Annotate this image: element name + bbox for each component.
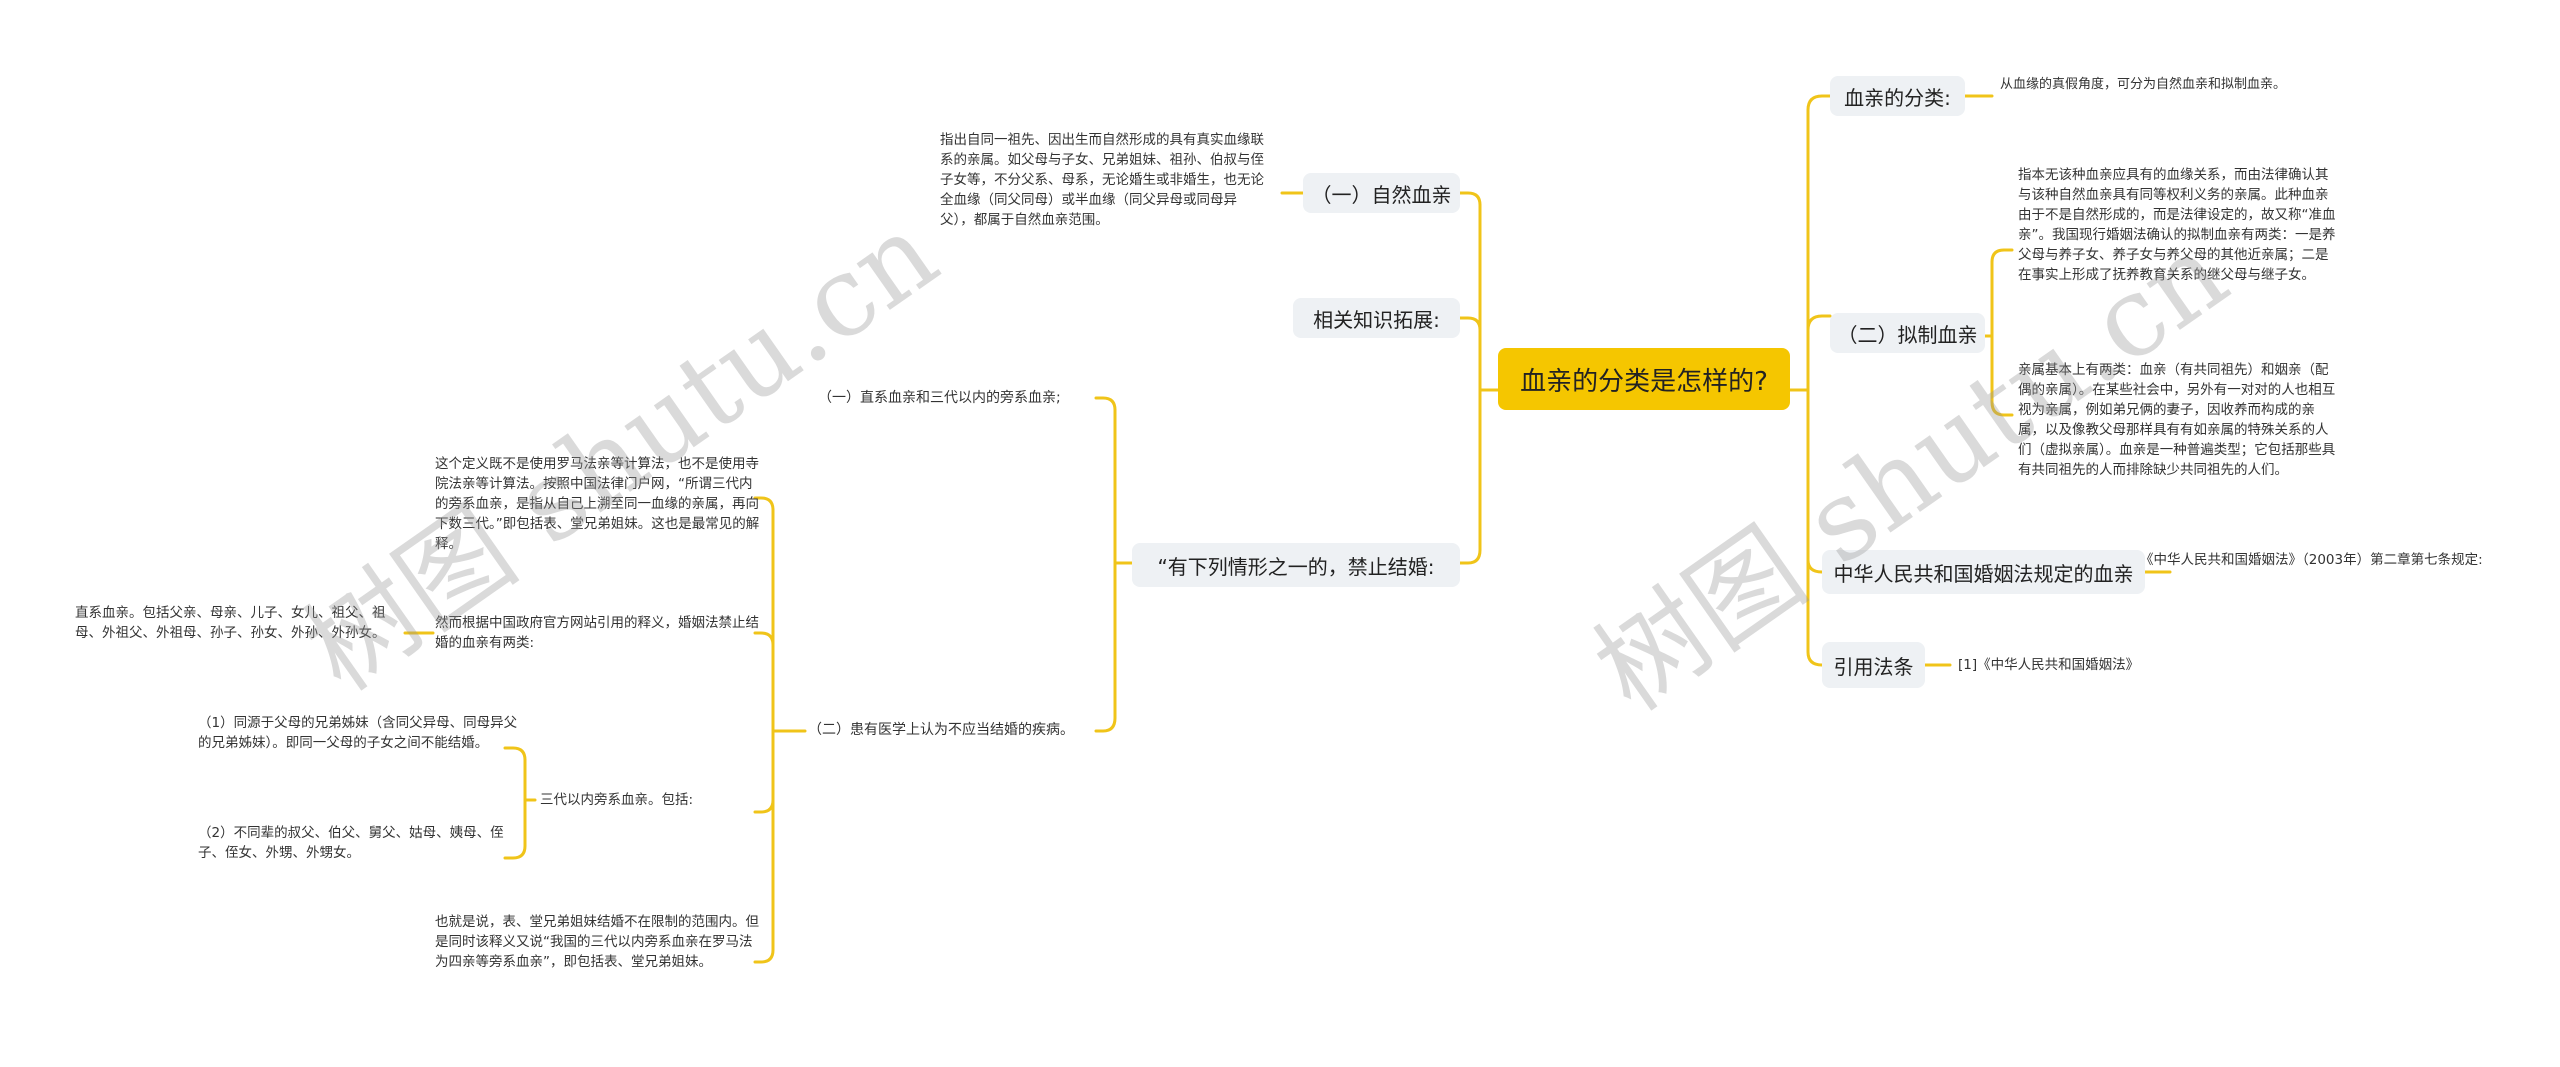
collateral-item-2: （2）不同辈的叔父、伯父、舅父、姑母、姨母、侄子、侄女、外甥、外甥女。 (198, 823, 523, 863)
fictive-detail-2: 亲属基本上有两类：血亲（有共同祖先）和姻亲（配偶的亲属）。在某些社会中，另外有一… (2018, 360, 2338, 480)
topic-natural-kinship-label: （一）自然血亲 (1311, 182, 1452, 207)
conclusion-paragraph-text: 也就是说，表、堂兄弟姐妹结婚不在限制的范围内。但是同时该释义又说“我国的三代以内… (435, 914, 759, 970)
root-topic-label: 血亲的分类是怎样的? (1520, 366, 1768, 397)
collateral-item-1-text: （1）同源于父母的兄弟姊妹（含同父异母、同母异父的兄弟姊妹）。即同一父母的子女之… (198, 715, 518, 751)
prc-law-detail: 《中华人民共和国婚姻法》（2003年）第二章第七条规定: (2140, 550, 2500, 570)
prohibited-item-1: （一）直系血亲和三代以内的旁系血亲; (818, 388, 1061, 408)
topic-fictive-kinship-label: （二）拟制血亲 (1837, 322, 1978, 347)
topic-classification[interactable]: 血亲的分类: (1830, 76, 1965, 116)
classification-detail-text: 从血缘的真假角度，可分为自然血亲和拟制血亲。 (2000, 77, 2287, 92)
citation-detail[interactable]: [1]《中华人民共和国婚姻法》 (1958, 655, 2139, 675)
natural-detail: 指出自同一祖先、因出生而自然形成的具有真实血缘联系的亲属。如父母与子女、兄弟姐妹… (940, 130, 1270, 230)
lineal-kinship-text: 直系血亲。包括父亲、母亲、儿子、女儿、祖父、祖母、外祖父、外祖母、孙子、孙女、外… (75, 605, 386, 641)
collateral-item-1: （1）同源于父母的兄弟姊妹（含同父异母、同母异父的兄弟姊妹）。即同一父母的子女之… (198, 713, 523, 753)
prohibited-item-2: （二）患有医学上认为不应当结婚的疾病。 (808, 720, 1074, 740)
citation-detail-text: [1]《中华人民共和国婚姻法》 (1958, 657, 2140, 673)
topic-related-knowledge[interactable]: 相关知识拓展: (1293, 298, 1460, 338)
topic-natural-kinship[interactable]: （一）自然血亲 (1303, 173, 1460, 213)
topic-citation[interactable]: 引用法条 (1822, 642, 1925, 688)
government-paragraph-text: 然而根据中国政府官方网站引用的释义，婚姻法禁止结婚的血亲有两类: (435, 615, 759, 651)
collateral-item-2-text: （2）不同辈的叔父、伯父、舅父、姑母、姨母、侄子、侄女、外甥、外甥女。 (198, 825, 504, 861)
topic-fictive-kinship[interactable]: （二）拟制血亲 (1830, 313, 1985, 353)
lineal-kinship-paragraph: 直系血亲。包括父亲、母亲、儿子、女儿、祖父、祖母、外祖父、外祖母、孙子、孙女、外… (75, 603, 400, 643)
government-paragraph: 然而根据中国政府官方网站引用的释义，婚姻法禁止结婚的血亲有两类: (435, 613, 760, 653)
collateral-heading-text: 三代以内旁系血亲。包括: (540, 792, 694, 808)
topic-prc-marriage-law[interactable]: 中华人民共和国婚姻法规定的血亲 (1822, 550, 2145, 594)
collateral-heading: 三代以内旁系血亲。包括: (540, 790, 693, 810)
prohibited-item-1-text: （一）直系血亲和三代以内的旁系血亲; (818, 390, 1061, 406)
fictive-detail-1-text: 指本无该种血亲应具有的血缘关系，而由法律确认其与该种自然血亲具有同等权利义务的亲… (2018, 167, 2336, 283)
root-topic[interactable]: 血亲的分类是怎样的? (1498, 348, 1790, 410)
topic-prohibited-marriage[interactable]: “有下列情形之一的，禁止结婚: (1132, 543, 1460, 587)
prohibited-item-2-text: （二）患有医学上认为不应当结婚的疾病。 (808, 722, 1074, 738)
topic-classification-label: 血亲的分类: (1844, 85, 1951, 110)
natural-detail-text: 指出自同一祖先、因出生而自然形成的具有真实血缘联系的亲属。如父母与子女、兄弟姐妹… (940, 132, 1264, 228)
fictive-detail-2-text: 亲属基本上有两类：血亲（有共同祖先）和姻亲（配偶的亲属）。在某些社会中，另外有一… (2018, 362, 2336, 478)
classification-detail: 从血缘的真假角度，可分为自然血亲和拟制血亲。 (2000, 75, 2340, 95)
topic-prohibited-marriage-label: “有下列情形之一的，禁止结婚: (1157, 554, 1435, 579)
definition-paragraph: 这个定义既不是使用罗马法亲等计算法，也不是使用寺院法亲等计算法。按照中国法律门户… (435, 454, 760, 554)
fictive-detail-1: 指本无该种血亲应具有的血缘关系，而由法律确认其与该种自然血亲具有同等权利义务的亲… (2018, 165, 2338, 285)
topic-related-knowledge-label: 相关知识拓展: (1313, 307, 1440, 332)
prc-law-detail-text: 《中华人民共和国婚姻法》（2003年）第二章第七条规定: (2140, 552, 2483, 568)
conclusion-paragraph: 也就是说，表、堂兄弟姐妹结婚不在限制的范围内。但是同时该释义又说“我国的三代以内… (435, 912, 760, 972)
topic-prc-marriage-law-label: 中华人民共和国婚姻法规定的血亲 (1833, 561, 2134, 586)
definition-paragraph-text: 这个定义既不是使用罗马法亲等计算法，也不是使用寺院法亲等计算法。按照中国法律门户… (435, 456, 760, 552)
topic-citation-label: 引用法条 (1833, 654, 1914, 679)
